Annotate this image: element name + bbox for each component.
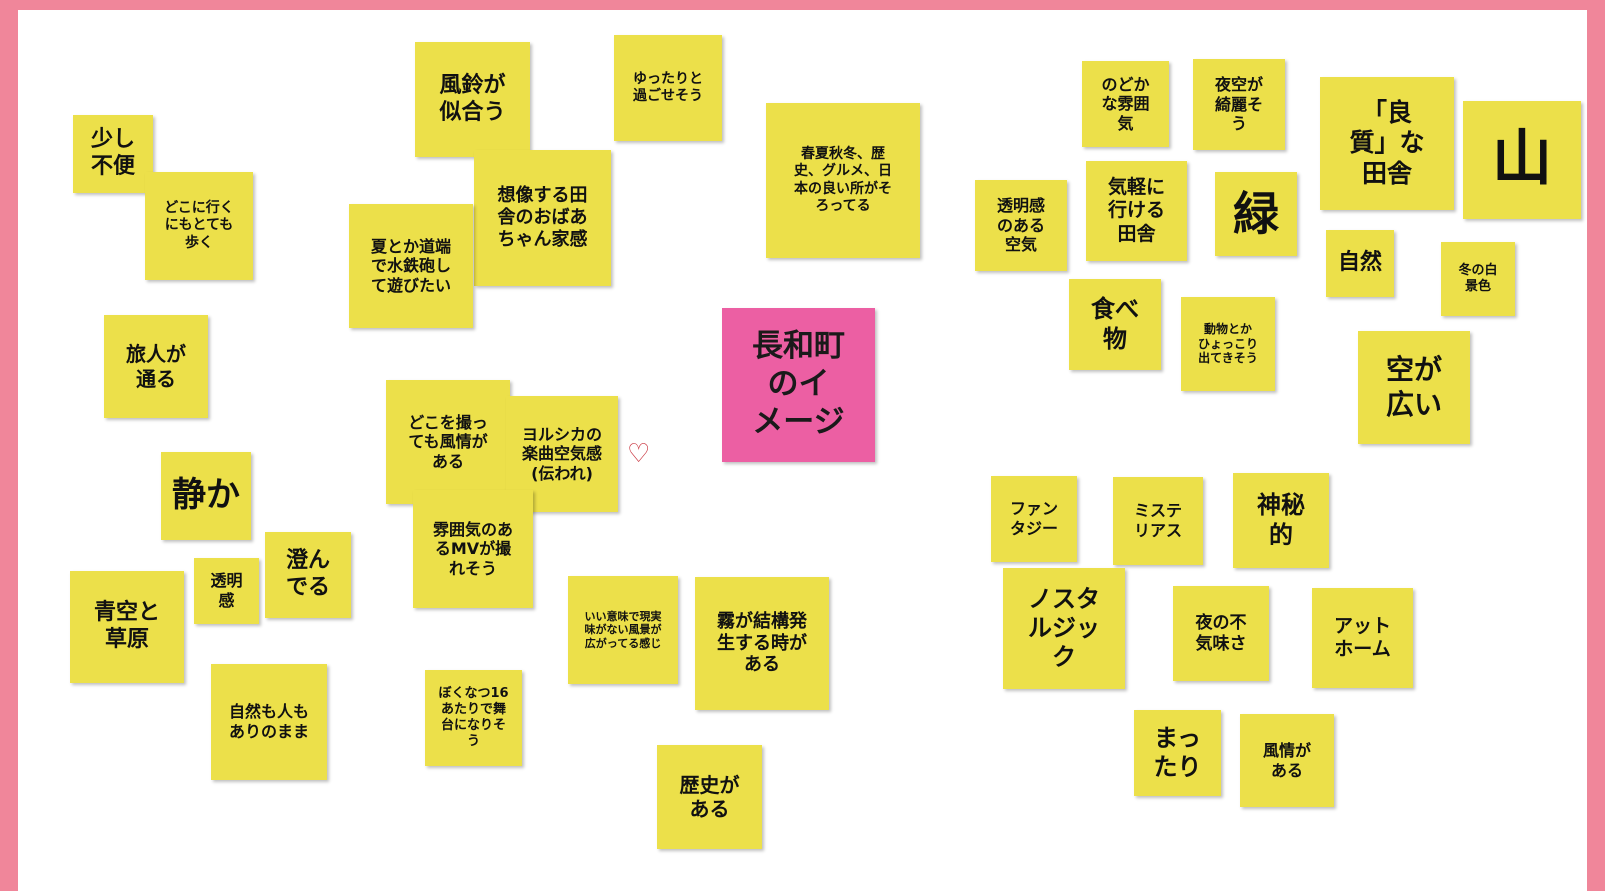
note-yoru-no-fukimi[interactable]: 夜の不 気味さ	[1173, 586, 1269, 681]
note-rekishi[interactable]: 歴史が ある	[657, 745, 762, 849]
note-doko-ni-iku[interactable]: どこに行く にもとても 歩く	[145, 172, 253, 280]
note-ii-imi-de[interactable]: いい意味で現実 味がない風景が 広がってる感じ	[568, 576, 678, 684]
note-boku-natsu[interactable]: ぼくなつ16 あたりで舞 台になりそ う	[425, 670, 522, 766]
note-shunka[interactable]: 春夏秋冬、歴 史、グルメ、日 本の良い所がそ ろってる	[766, 103, 920, 258]
note-furin[interactable]: 風鈴が 似合う	[415, 42, 530, 157]
note-nostalgic[interactable]: ノスタ ルジッ ク	[1003, 568, 1125, 689]
note-toumeikan-small[interactable]: 透明 感	[194, 558, 259, 624]
center-note[interactable]: 長和町 のイ メージ	[722, 308, 875, 462]
note-at-home[interactable]: アット ホーム	[1312, 588, 1413, 688]
note-shinpiteki[interactable]: 神秘 的	[1233, 473, 1329, 568]
note-toumeikan-kuuki[interactable]: 透明感 のある 空気	[975, 180, 1067, 271]
note-sukoshi-fuben[interactable]: 少し 不便	[73, 115, 153, 193]
note-mystery[interactable]: ミステ リアス	[1113, 477, 1203, 565]
note-kiri[interactable]: 霧が結構発 生する時が ある	[695, 577, 829, 710]
note-mv[interactable]: 雰囲気のあ るMVが撮 れそう	[413, 490, 533, 608]
note-souzou[interactable]: 想像する田 舎のおばあ ちゃん家感	[474, 150, 611, 286]
note-kigaru[interactable]: 気軽に 行ける 田舎	[1086, 161, 1187, 261]
note-sora-ga-hiroi[interactable]: 空が 広い	[1358, 331, 1470, 444]
note-shizuka[interactable]: 静か	[161, 452, 251, 540]
note-doubutsu[interactable]: 動物とか ひょっこり 出てきそう	[1181, 297, 1275, 391]
note-shizen-mo-hito-mo[interactable]: 自然も人も ありのまま	[211, 664, 327, 780]
note-ryoushitsu[interactable]: 「良 質」な 田舎	[1320, 77, 1454, 210]
note-midori[interactable]: 緑	[1215, 172, 1297, 256]
heart-icon: ♡	[627, 439, 651, 469]
note-shizen[interactable]: 自然	[1326, 230, 1394, 297]
note-doko-wo-tottemo[interactable]: どこを撮っ ても風情が ある	[386, 380, 510, 504]
note-aozora[interactable]: 青空と 草原	[70, 571, 184, 683]
note-sunde-ru[interactable]: 澄ん でる	[265, 532, 351, 618]
note-yama[interactable]: 山	[1463, 101, 1581, 219]
note-fuzei-ga-aru[interactable]: 風情が ある	[1240, 714, 1334, 807]
note-tabemono[interactable]: 食べ 物	[1069, 279, 1161, 370]
note-fuyu[interactable]: 冬の白 景色	[1441, 242, 1515, 316]
note-yozora[interactable]: 夜空が 綺麗そ う	[1193, 59, 1285, 150]
note-yuttari[interactable]: ゆったりと 過ごせそう	[614, 35, 722, 141]
note-natsu[interactable]: 夏とか道端 で水鉄砲し て遊びたい	[349, 204, 473, 328]
note-mattari[interactable]: まっ たり	[1134, 710, 1221, 796]
note-fantasy[interactable]: ファン タジー	[991, 476, 1077, 562]
note-nodoka[interactable]: のどか な雰囲 気	[1082, 61, 1169, 147]
note-tabibito[interactable]: 旅人が 通る	[104, 315, 208, 418]
